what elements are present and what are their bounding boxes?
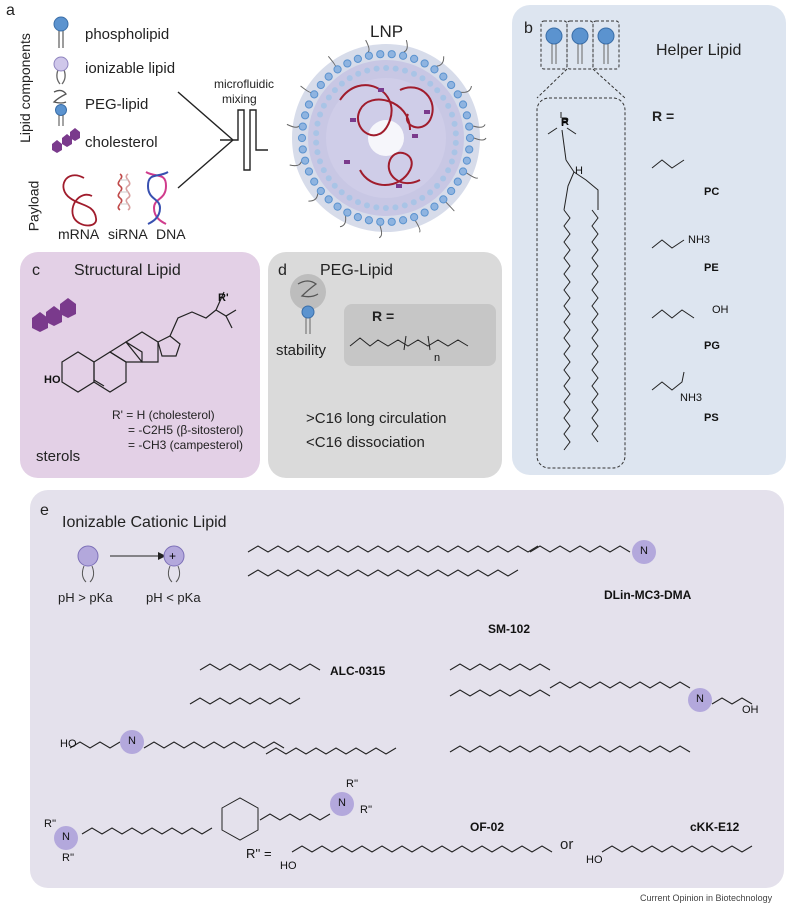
n-of-right: N: [338, 797, 346, 809]
n-of-left: N: [62, 831, 70, 843]
ph-high-label: pH > pKa: [58, 590, 113, 605]
panel-e-letter: e: [40, 502, 49, 519]
helper-r-eq: R =: [652, 108, 675, 124]
ionizable-title: Ionizable Cationic Lipid: [62, 514, 227, 531]
head-pe-nh3: NH3: [688, 234, 711, 246]
of-r2-c: R'': [346, 778, 359, 790]
of-r2-d: R'': [360, 804, 373, 816]
lnp-surface-lipids: [286, 39, 487, 239]
peg-note-2: <C16 dissociation: [306, 434, 425, 451]
stability-label: stability: [276, 342, 327, 359]
r-line-2: = -C2H5 (β-sitosterol): [128, 423, 244, 437]
sm-oh: OH: [742, 704, 759, 716]
ph-low-label: pH < pKa: [146, 590, 201, 605]
r-prime-label: R': [218, 292, 229, 304]
peg-note-1: >C16 long circulation: [306, 410, 447, 427]
lnp-particle: [292, 44, 480, 232]
or-label: or: [560, 836, 574, 853]
head-pe: PE: [704, 262, 719, 274]
svg-text:P: P: [561, 117, 568, 129]
helper-r-label: R: [561, 116, 569, 128]
of-r2-b: R'': [62, 852, 75, 864]
panel-b: [512, 5, 786, 475]
component-label-ionizable: ionizable lipid: [85, 60, 176, 77]
component-label-cholesterol: cholesterol: [85, 134, 158, 151]
panel-a-letter: a: [6, 2, 15, 19]
dna-icon: [145, 171, 169, 225]
of-r2-a: R'': [44, 818, 57, 830]
panel-b-letter: b: [524, 20, 533, 37]
peg-lipid-icon: [52, 89, 67, 126]
sterol-structure: [32, 291, 237, 393]
n-mc3: N: [640, 545, 648, 557]
panel-c-letter: c: [32, 262, 40, 279]
lipid-ckk-e12: cKK-E12: [690, 820, 740, 834]
peg-structure: [290, 274, 496, 366]
alc-ho: HO: [60, 738, 77, 750]
lipid-dlin-mc3-dma: DLin-MC3-DMA: [604, 588, 692, 602]
head-ps: PS: [704, 412, 719, 424]
ionizable-lipid-icon: [53, 56, 69, 85]
panel-a-icons: [52, 16, 487, 239]
panel-d-letter: d: [278, 262, 287, 279]
r2-ho: HO: [280, 860, 297, 872]
peg-lipid-title: PEG-Lipid: [320, 262, 393, 279]
lipid-of-02: OF-02: [470, 820, 505, 834]
head-pg: PG: [704, 340, 720, 352]
payload-label-mrna: mRNA: [58, 226, 100, 242]
lipid-alc-0315: ALC-0315: [330, 664, 386, 678]
mixing-label-1: microfluidic: [214, 77, 275, 91]
phospholipid-icon: [53, 16, 69, 48]
svg-text:+: +: [169, 549, 176, 563]
r-line-3: = -CH3 (campesterol): [128, 438, 244, 452]
microfluidic-chip-icon: [220, 109, 268, 171]
head-pg-oh: OH: [712, 304, 729, 316]
payload-label-sirna: siRNA: [108, 226, 148, 242]
structural-lipid-title: Structural Lipid: [74, 262, 181, 279]
panel-c: [20, 252, 260, 478]
mrna-icon: [62, 174, 97, 227]
component-label-peg: PEG-lipid: [85, 96, 149, 113]
ionizable-structures: +: [54, 540, 753, 853]
sterol-ho: HO: [44, 374, 61, 386]
helper-lipid-title: Helper Lipid: [656, 42, 742, 59]
payload-label-dna: DNA: [156, 226, 186, 242]
component-label-phospholipid: phospholipid: [85, 26, 170, 43]
sterols-label: sterols: [36, 448, 81, 465]
peg-r-eq: R =: [372, 308, 395, 324]
lnp-label: LNP: [370, 22, 404, 41]
cholesterol-icon: [52, 128, 80, 153]
n-alc: N: [128, 735, 136, 747]
r-line-1: R' = H (cholesterol): [112, 408, 215, 422]
helper-lipid-structure: P: [536, 20, 695, 469]
head-ps-nh3: NH3: [680, 392, 703, 404]
sirna-icon: [117, 173, 131, 211]
peg-n: n: [434, 352, 441, 364]
mixing-label-2: mixing: [222, 92, 257, 106]
helper-h-label: H: [575, 165, 583, 177]
head-pc: PC: [704, 186, 720, 198]
lipid-sm-102: SM-102: [488, 622, 531, 636]
r2-eq: R'' =: [246, 846, 272, 861]
n-sm: N: [696, 693, 704, 705]
footer-credit: Current Opinion in Biotechnology: [640, 893, 773, 903]
ckk-ho: HO: [586, 854, 603, 866]
